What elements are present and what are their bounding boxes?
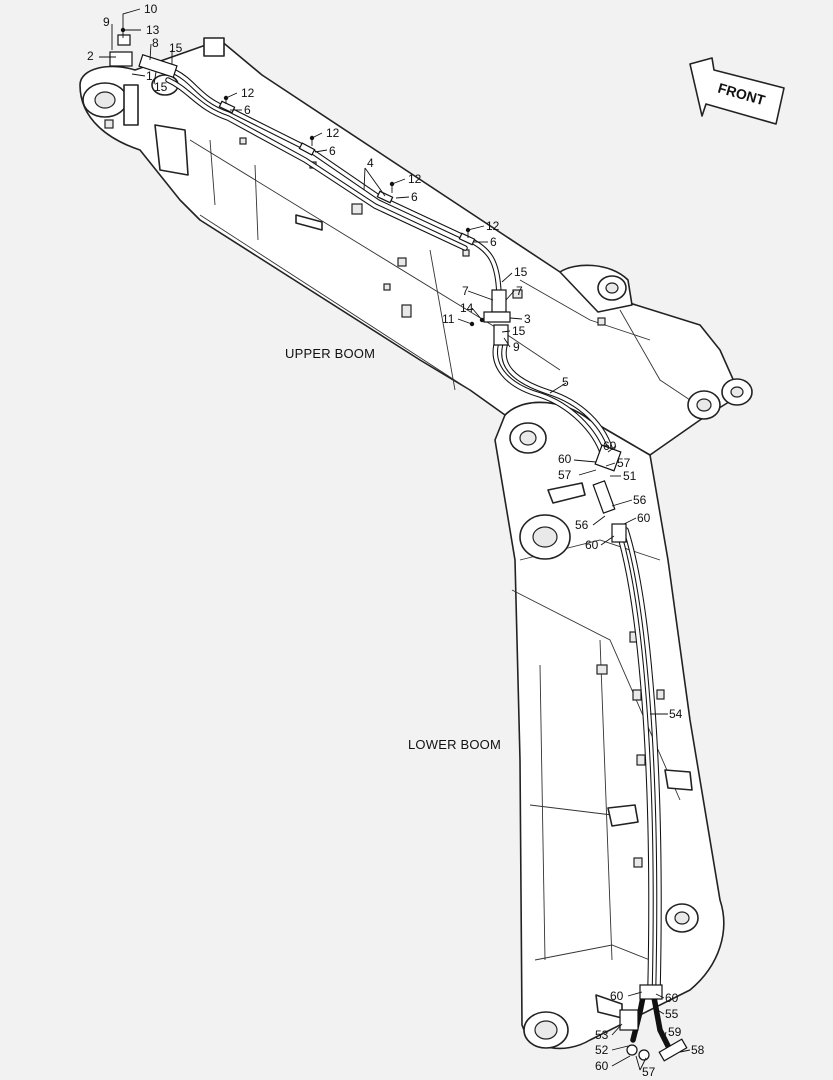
callout-60: 60 [603,439,617,453]
callout-2: 2 [87,49,94,63]
callout-9: 9 [103,15,110,29]
callout-dots [120,27,485,327]
callout-15: 15 [514,265,528,279]
callout-6: 6 [244,103,251,117]
callout-52: 52 [595,1043,609,1057]
callout-12: 12 [486,219,500,233]
callout-60: 60 [610,989,624,1003]
callout-59: 59 [668,1025,682,1039]
callout-60: 60 [665,991,679,1005]
callout-6: 6 [490,235,497,249]
callout-12: 12 [326,126,340,140]
callout-7: 7 [462,284,469,298]
callout-53: 53 [595,1028,609,1042]
callout-1: 1 [146,69,153,83]
callout-6: 6 [329,144,336,158]
callout-57: 57 [642,1065,656,1079]
callout-11: 11 [442,312,455,326]
callout-10: 10 [144,2,158,16]
callout-56: 56 [575,518,589,532]
front-direction-arrow: FRONT [689,57,785,125]
callout-6: 6 [411,190,418,204]
callout-13: 13 [146,23,160,37]
callout-7: 7 [516,284,523,298]
fittings [109,34,688,1062]
callout-14: 14 [460,301,474,315]
callout-55: 55 [665,1007,679,1021]
callout-15: 15 [154,80,168,94]
upper-boom [79,37,753,456]
callout-56: 56 [633,493,647,507]
hose-lines [165,69,673,1053]
callout-60: 60 [595,1059,609,1073]
callout-58: 58 [691,1043,705,1057]
lower-boom [494,401,725,1050]
callout-5: 5 [562,375,569,389]
callout-labels: 10 9 13 8 2 15 1 15 12 6 12 6 4 12 6 12 … [87,2,705,1079]
callout-9: 9 [513,340,520,354]
callout-15: 15 [512,324,526,338]
callout-57: 57 [617,456,631,470]
callout-60: 60 [585,538,599,552]
callout-57: 57 [558,468,572,482]
callout-60: 60 [558,452,572,466]
callout-60: 60 [637,511,651,525]
callout-12: 12 [241,86,255,100]
lower-boom-label: LOWER BOOM [408,737,501,752]
callout-51: 51 [623,469,637,483]
callout-54: 54 [669,707,683,721]
leader-lines [99,8,691,1071]
callout-8: 8 [152,36,159,50]
callout-3: 3 [524,312,531,326]
upper-boom-label: UPPER BOOM [285,346,375,361]
callout-12: 12 [408,172,422,186]
callout-15: 15 [169,41,183,55]
callout-4: 4 [367,156,374,170]
